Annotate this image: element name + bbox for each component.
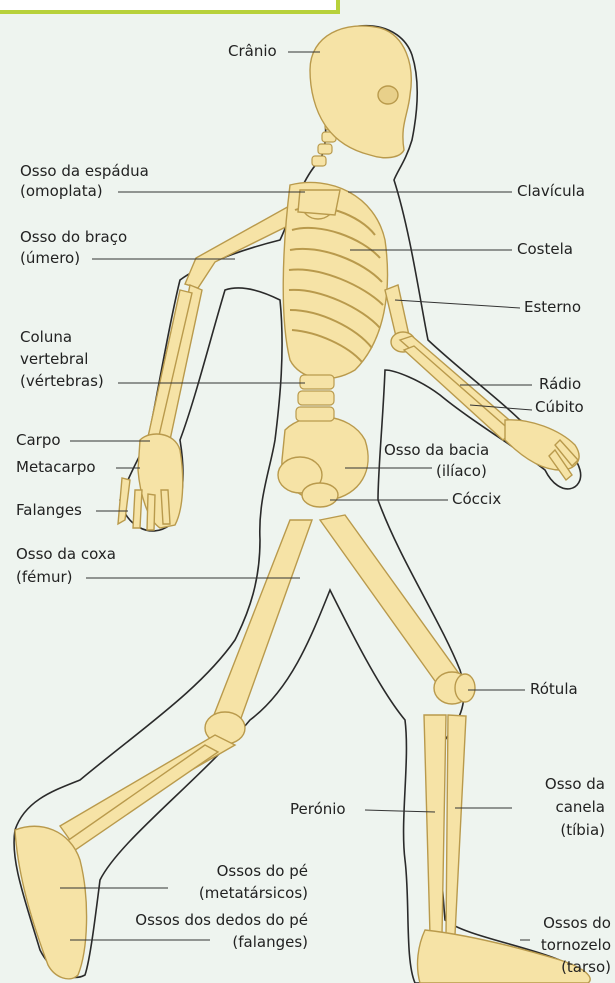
label-canela-line3: (tíbia) xyxy=(505,821,605,840)
label-cubito: Cúbito xyxy=(535,398,584,417)
label-peronio: Perónio xyxy=(290,800,346,819)
label-coccix: Cóccix xyxy=(452,490,501,509)
label-carpo: Carpo xyxy=(16,431,61,450)
label-coxa-line2: (fémur) xyxy=(16,568,73,587)
label-clavicula: Clavícula xyxy=(517,182,585,201)
label-costela: Costela xyxy=(517,240,573,259)
label-tornozelo-line2: tornozelo xyxy=(505,936,611,955)
label-radio: Rádio xyxy=(539,375,581,394)
label-tornozelo-line3: (tarso) xyxy=(505,958,611,977)
label-coluna-line2: vertebral xyxy=(20,350,88,369)
label-braco-line1: Osso do braço xyxy=(20,228,127,247)
label-braco-line2: (úmero) xyxy=(20,249,80,268)
pelvis xyxy=(278,417,368,507)
label-cranio: Crânio xyxy=(228,42,277,61)
label-rotula: Rótula xyxy=(530,680,578,699)
label-coxa-line1: Osso da coxa xyxy=(16,545,116,564)
label-pe-line2: (metatársicos) xyxy=(150,884,308,903)
label-falanges-mao: Falanges xyxy=(16,501,82,520)
label-dedos-line2: (falanges) xyxy=(100,933,308,952)
label-bacia-line2: (ilíaco) xyxy=(436,462,487,481)
label-tornozelo-line1: Ossos do xyxy=(505,914,611,933)
frame-accent-inner xyxy=(0,0,336,10)
label-coluna-line3: (vértebras) xyxy=(20,372,104,391)
label-espadua-line2: (omoplata) xyxy=(20,182,103,201)
label-canela-line1: Osso da xyxy=(505,775,605,794)
label-esterno: Esterno xyxy=(524,298,581,317)
label-coluna-line1: Coluna xyxy=(20,328,72,347)
label-dedos-line1: Ossos dos dedos do pé xyxy=(100,911,308,930)
label-pe-line1: Ossos do pé xyxy=(150,862,308,881)
label-bacia-line1: Osso da bacia xyxy=(384,441,489,460)
label-metacarpo: Metacarpo xyxy=(16,458,96,477)
label-canela-line2: canela xyxy=(505,798,605,817)
label-espadua-line1: Osso da espádua xyxy=(20,162,149,181)
